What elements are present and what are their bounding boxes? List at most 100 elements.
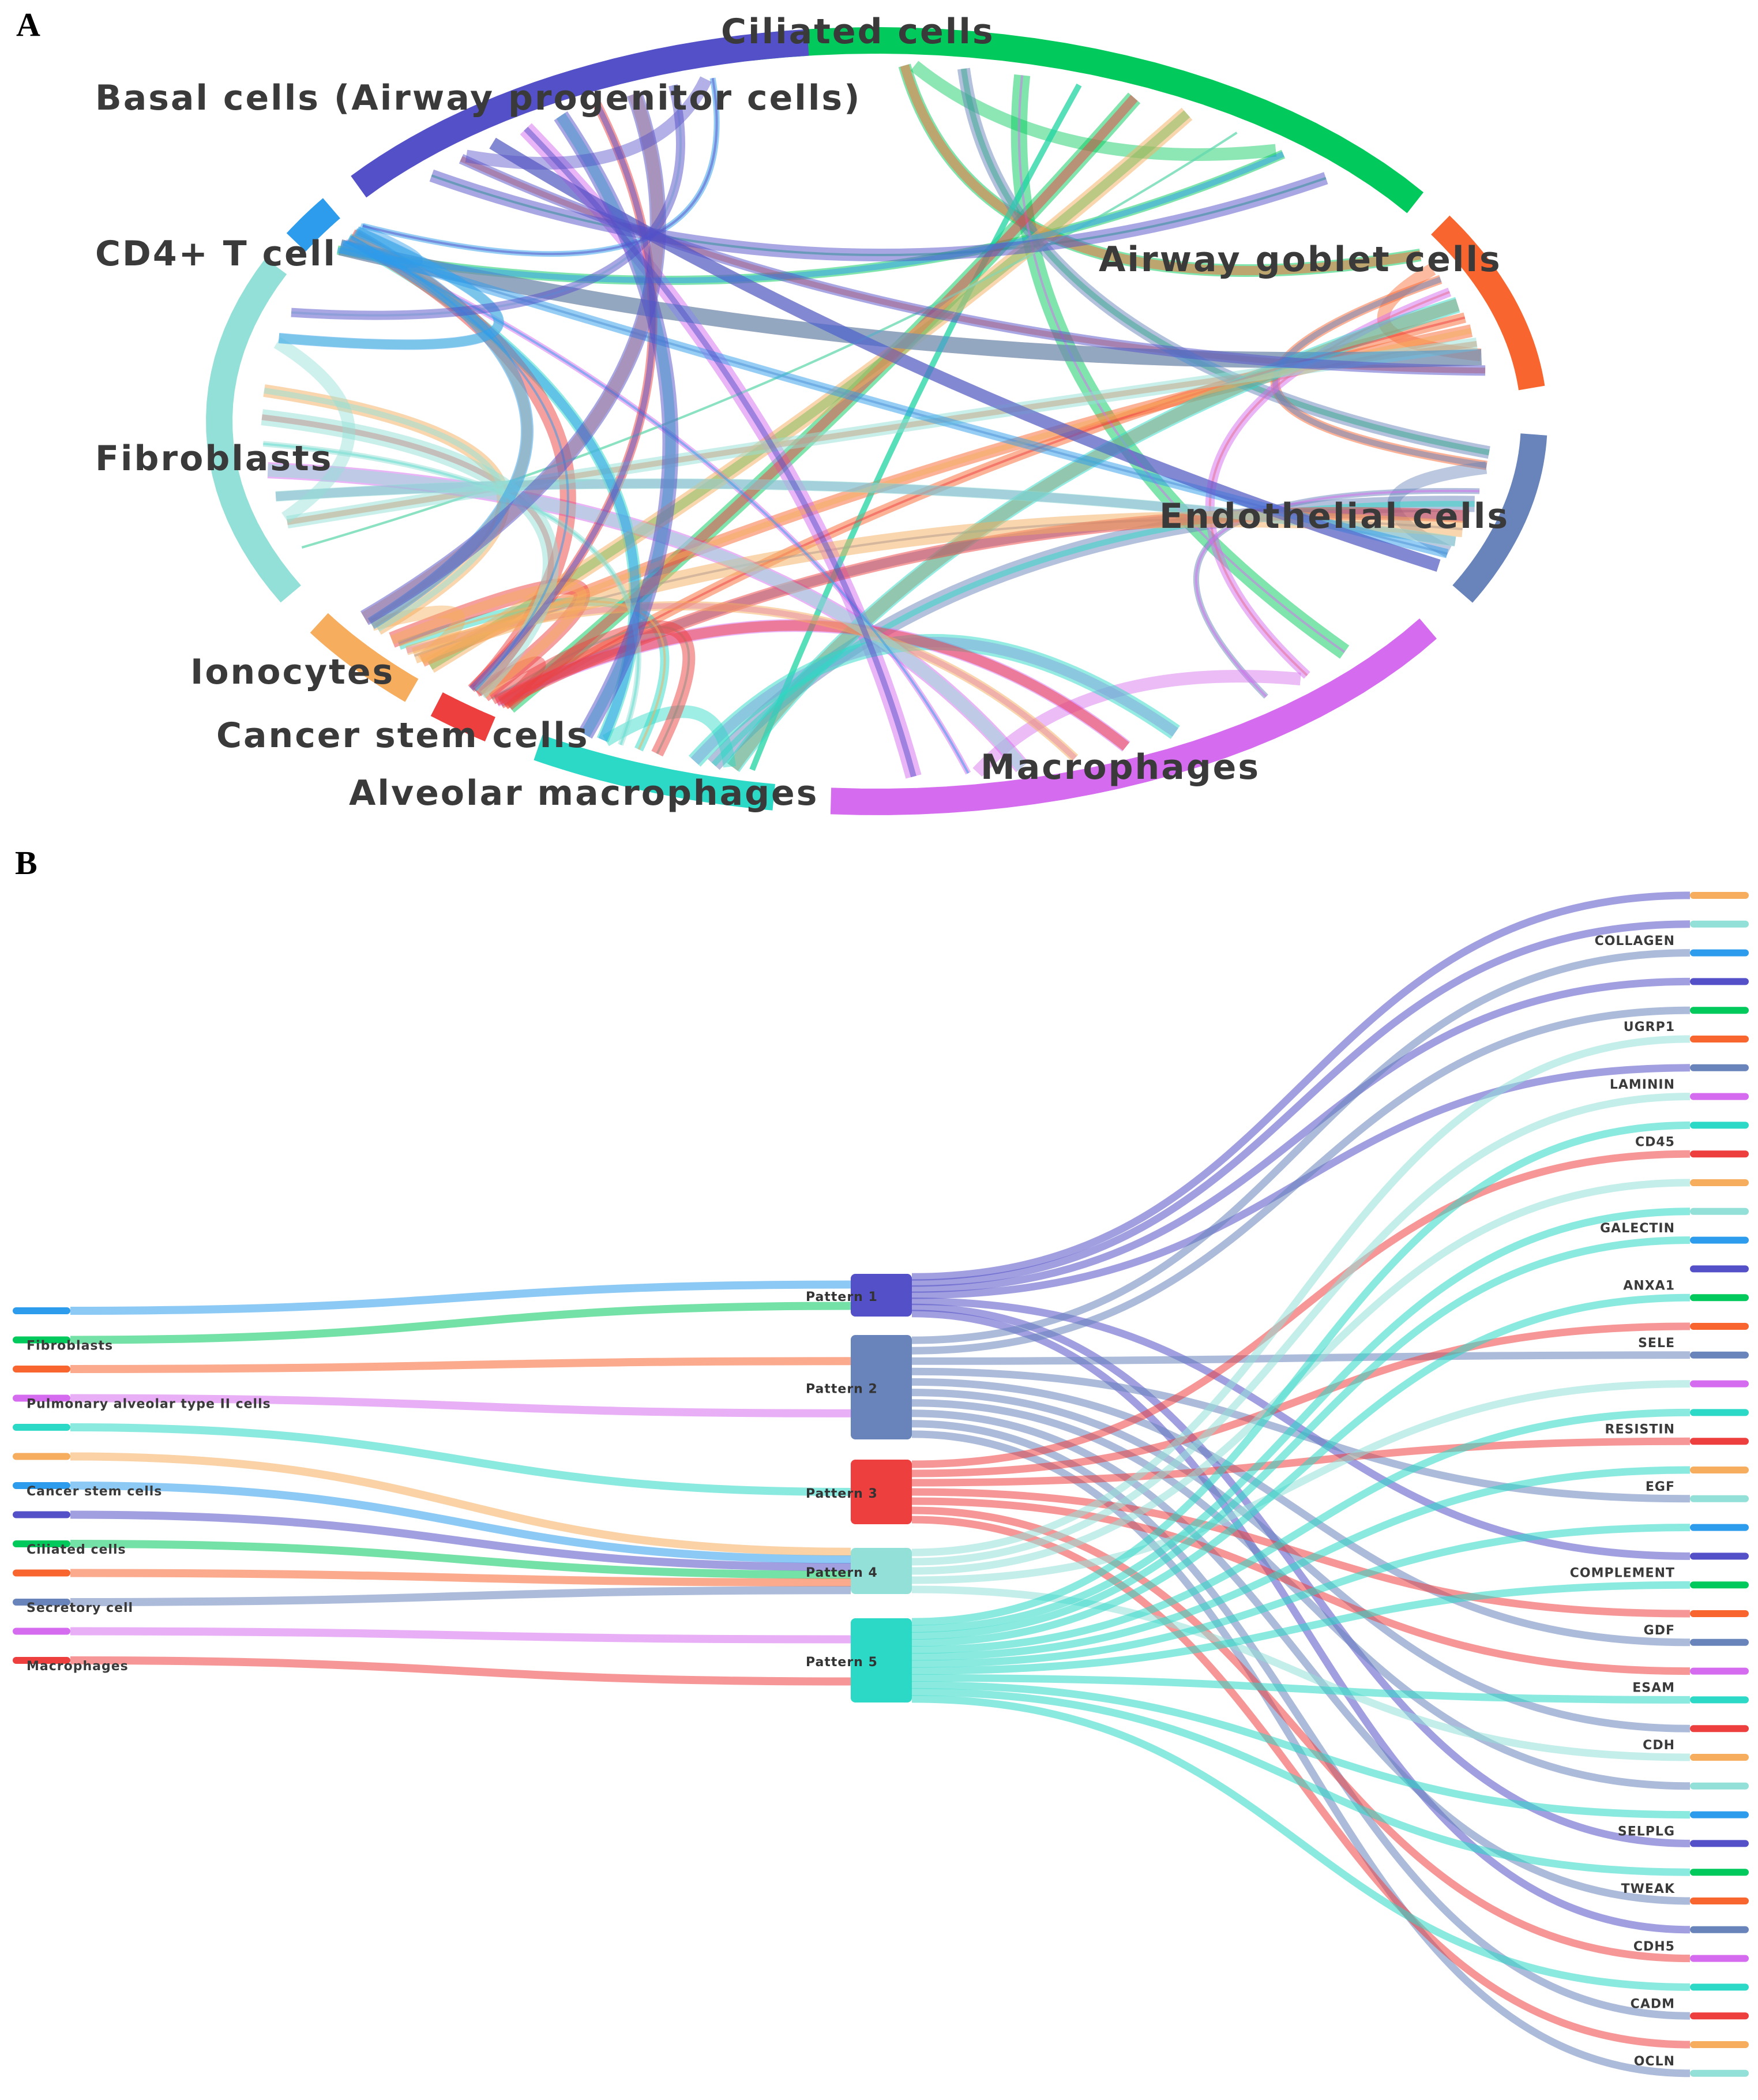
sankey-link-pattern-1-to-target-1 bbox=[911, 920, 1691, 1287]
chord-ribbon-macrophages-to-ciliated-cells bbox=[1017, 75, 1346, 653]
sankey-link-pattern-1-to-target-36 bbox=[911, 1310, 1691, 1934]
chord-label-cancer-stem-cells: Cancer stem cells bbox=[216, 715, 589, 756]
chord-label-airway-goblet-cells: Airway goblet cells bbox=[1099, 239, 1502, 280]
sankey-target-node bbox=[1690, 2041, 1749, 2048]
sankey-link-pattern-5-to-target-20 bbox=[911, 1466, 1691, 1661]
sankey-target-node bbox=[1690, 1610, 1749, 1617]
sankey-target-node bbox=[1690, 1897, 1749, 1904]
chord-ribbon-cancer-stem-cells-to-ciliated-cells bbox=[506, 95, 1138, 710]
chord-label-ionocytes: Ionocytes bbox=[190, 652, 395, 692]
chord-arc-cd4-t-cell bbox=[286, 198, 340, 252]
sankey-source-node bbox=[13, 1540, 70, 1547]
sankey-target-label-egf: EGF bbox=[1646, 1480, 1675, 1494]
sankey-target-node bbox=[1690, 1581, 1749, 1589]
sankey-source-node bbox=[13, 1307, 70, 1314]
sankey-link-source-10-to-pattern-4 bbox=[70, 1586, 851, 1606]
sankey-target-node bbox=[1690, 1495, 1749, 1502]
sankey-target-node bbox=[1690, 1869, 1749, 1876]
sankey-target-node bbox=[1690, 1351, 1749, 1359]
sankey-link-pattern-5-to-target-11 bbox=[911, 1208, 1691, 1633]
sankey-target-node bbox=[1690, 1380, 1749, 1387]
sankey-link-source-9-to-pattern-4 bbox=[70, 1569, 851, 1587]
sankey-link-source-8-to-pattern-4 bbox=[70, 1540, 851, 1579]
chord-ribbon-ciliated-cells-self bbox=[910, 61, 1277, 161]
sankey-target-node bbox=[1690, 1467, 1749, 1473]
sankey-link-pattern-5-to-target-32 bbox=[911, 1681, 1691, 1819]
sankey-pattern-node-4 bbox=[851, 1548, 912, 1594]
chord-ribbon-endothelial-cells-to-ciliated-cells bbox=[957, 68, 1490, 459]
sankey-target-label-complement: COMPLEMENT bbox=[1570, 1566, 1675, 1580]
sankey-link-pattern-1-to-target-0 bbox=[911, 891, 1691, 1281]
sankey-link-pattern-4-to-target-17 bbox=[911, 1380, 1691, 1584]
sankey-link-pattern-1-to-target-3 bbox=[911, 977, 1691, 1293]
chord-ribbon-macrophages-to-endothelial-cells bbox=[1195, 489, 1480, 697]
sankey-target-node bbox=[1690, 1409, 1749, 1416]
chord-ribbon-fibroblasts-to-ionocytes bbox=[264, 388, 506, 632]
sankey-source-node bbox=[13, 1599, 70, 1606]
chord-arc-ciliated-cells bbox=[750, 27, 1424, 213]
chord-ribbon-basal-cells-airway-progenitor-cells-to-cancer-stem-cells bbox=[469, 103, 656, 691]
sankey-link-pattern-3-to-target-9 bbox=[911, 1150, 1691, 1468]
sankey-target-node bbox=[1690, 1179, 1749, 1186]
sankey-source-node bbox=[13, 1394, 70, 1402]
sankey-target-label-cdh5: CDH5 bbox=[1633, 1940, 1675, 1954]
chord-arc-fibroblasts bbox=[206, 258, 301, 603]
sankey-link-pattern-5-to-target-18 bbox=[911, 1408, 1691, 1654]
sankey-target-label-collagen: COLLAGEN bbox=[1595, 934, 1675, 948]
sankey-link-pattern-3-to-target-15 bbox=[911, 1322, 1691, 1477]
sankey-source-label-fibroblasts: Fibroblasts bbox=[27, 1339, 113, 1353]
sankey-pattern-label-5: Pattern 5 bbox=[806, 1655, 878, 1670]
sankey-pattern-label-2: Pattern 2 bbox=[806, 1382, 878, 1397]
sankey-link-pattern-2-to-target-26 bbox=[911, 1378, 1691, 1647]
sankey-target-label-gdf: GDF bbox=[1644, 1623, 1675, 1638]
chord-arc-macrophages bbox=[830, 618, 1437, 815]
chord-arc-cancer-stem-cells bbox=[430, 692, 495, 742]
sankey-target-label-selplg: SELPLG bbox=[1618, 1825, 1675, 1839]
sankey-target-node bbox=[1690, 892, 1749, 899]
sankey-target-label-ugrp1: UGRP1 bbox=[1624, 1020, 1675, 1034]
sankey-link-pattern-3-to-target-19 bbox=[911, 1437, 1691, 1487]
panel-b-letter: B bbox=[15, 844, 37, 882]
sankey-nodes bbox=[13, 892, 1749, 2077]
sankey-target-node bbox=[1690, 1064, 1749, 1071]
sankey-pattern-label-4: Pattern 4 bbox=[806, 1566, 878, 1580]
chord-label-ciliated-cells: Ciliated cells bbox=[721, 12, 995, 52]
sankey-link-source-6-to-pattern-4 bbox=[70, 1482, 851, 1563]
sankey-target-label-esam: ESAM bbox=[1632, 1681, 1675, 1696]
chord-ribbon-ionocytes-self bbox=[370, 605, 465, 665]
chord-label-alveolar-macrophages: Alveolar macrophages bbox=[349, 773, 818, 813]
sankey-target-node bbox=[1690, 1294, 1749, 1302]
sankey-link-pattern-4-to-target-5 bbox=[911, 1035, 1691, 1557]
sankey-link-pattern-5-to-target-22 bbox=[911, 1524, 1691, 1668]
sankey-pattern-node-2 bbox=[851, 1335, 912, 1439]
sankey-source-node bbox=[13, 1569, 70, 1577]
sankey-link-pattern-5-to-target-34 bbox=[911, 1688, 1691, 1876]
sankey-source-node bbox=[13, 1366, 70, 1372]
chord-label-fibroblasts: Fibroblasts bbox=[95, 438, 333, 479]
chord-label-endothelial-cells: Endothelial cells bbox=[1159, 496, 1509, 537]
chord-label-macrophages: Macrophages bbox=[981, 747, 1260, 787]
chord-ribbon-cd4-t-cell-self bbox=[339, 223, 423, 268]
sankey-target-node bbox=[1690, 1811, 1749, 1818]
sankey-link-pattern-5-to-target-14 bbox=[911, 1293, 1691, 1647]
sankey-source-label-cancer-stem-cells: Cancer stem cells bbox=[27, 1484, 162, 1499]
sankey-target-label-anxa1: ANXA1 bbox=[1623, 1278, 1675, 1293]
chord-ribbon-cd4-t-cell-to-ciliated-cells bbox=[337, 151, 1284, 283]
sankey-target-node bbox=[1690, 1782, 1749, 1790]
chord-label-basal-cells-airway-progenitor-cells: Basal cells (Airway progenitor cells) bbox=[95, 78, 862, 118]
sankey-link-source-12-to-pattern-5 bbox=[70, 1656, 851, 1686]
sankey-link-source-0-to-pattern-1 bbox=[70, 1280, 851, 1315]
sankey-source-label-pulmonary-alveolar-type-ii-cells: Pulmonary alveolar type II cells bbox=[27, 1397, 271, 1412]
chord-label-cd4-t-cell: CD4+ T cell bbox=[95, 234, 337, 274]
sankey-target-node bbox=[1690, 978, 1749, 985]
sankey-target-node bbox=[1690, 1754, 1749, 1761]
sankey-target-node bbox=[1690, 1093, 1749, 1100]
sankey-link-pattern-2-to-target-2 bbox=[911, 949, 1691, 1344]
sankey-source-node bbox=[13, 1424, 70, 1431]
sankey-source-node bbox=[13, 1453, 70, 1460]
sankey-target-node bbox=[1690, 1725, 1749, 1732]
sankey-target-node bbox=[1690, 1236, 1749, 1244]
chord-ribbon-basal-cells-airway-progenitor-cells-to-alveolar-macrophages bbox=[554, 111, 679, 739]
